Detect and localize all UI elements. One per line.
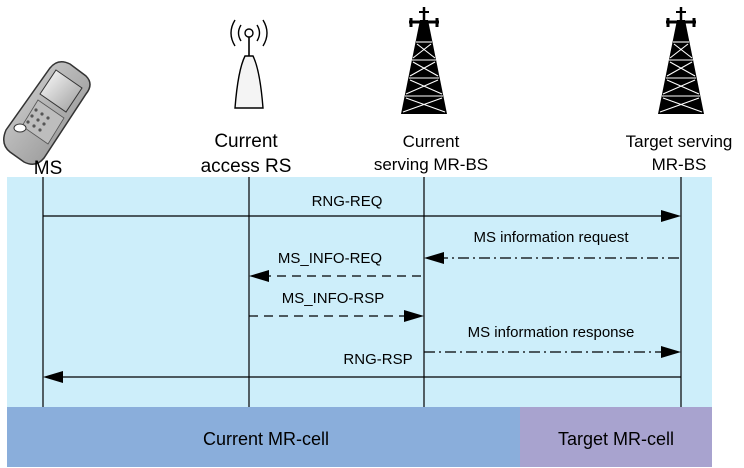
message-ms-information-request: MS information request <box>424 229 681 264</box>
lifelines <box>42 177 682 407</box>
message-ms-information-response: MS information response <box>424 324 681 358</box>
message-label: RNG-RSP <box>343 351 412 368</box>
message-rng-req: RNG-REQ <box>43 193 681 222</box>
relay-station-icon <box>230 19 268 109</box>
message-rng-rsp: RNG-RSP <box>43 351 681 383</box>
entity-labels: MS Current access RS Current serving MR-… <box>34 131 733 179</box>
message-label: MS_INFO-REQ <box>278 250 382 267</box>
message-ms-info-rsp: MS_INFO-RSP <box>249 290 424 322</box>
sequence-area <box>7 177 712 407</box>
base-station-tower-icon <box>658 7 704 114</box>
message-label: RNG-REQ <box>312 193 383 210</box>
serving-bs-label-line2: serving MR-BS <box>374 155 488 174</box>
message-label: MS information response <box>468 324 635 341</box>
base-station-tower-icon <box>401 7 447 114</box>
rs-label-line2: access RS <box>201 156 292 177</box>
target-bs-label-line1: Target serving <box>626 132 733 151</box>
message-ms-info-req: MS_INFO-REQ <box>249 250 424 282</box>
target-mr-cell-label: Target MR-cell <box>558 429 674 449</box>
rs-label-line1: Current <box>214 131 278 152</box>
message-label: MS_INFO-RSP <box>282 290 385 307</box>
target-mr-cell-band <box>520 407 712 467</box>
current-mr-cell-label: Current MR-cell <box>203 429 329 449</box>
target-bs-label-line2: MR-BS <box>652 155 707 174</box>
message-label: MS information request <box>473 229 629 246</box>
current-mr-cell-band <box>7 407 520 467</box>
serving-bs-label-line1: Current <box>403 132 460 151</box>
ms-label: MS <box>34 158 63 179</box>
mobile-phone-icon <box>3 61 91 165</box>
